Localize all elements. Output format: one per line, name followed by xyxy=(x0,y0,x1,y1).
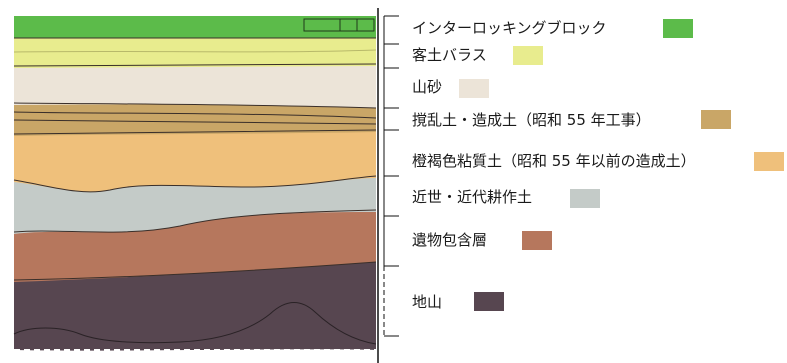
interlocking-blocks xyxy=(303,18,375,32)
legend-label-disturbed-soil: 撹乱土・造成土（昭和 55 年工事） xyxy=(412,111,651,129)
layer-interlocking xyxy=(14,16,376,38)
legend-label-mountain-sand: 山砂 xyxy=(412,78,443,96)
soil-section xyxy=(13,16,377,351)
legend-label-orange-clay: 橙褐色粘質土（昭和 55 年以前の造成土） xyxy=(412,152,696,170)
legend-swatch-orange-clay xyxy=(754,152,784,171)
legend-brackets xyxy=(383,15,399,337)
layer-early-modern xyxy=(14,176,376,234)
legend-label-interlocking: インターロッキングブロック xyxy=(412,19,607,37)
legend-swatch-early-modern-soil xyxy=(570,189,600,208)
layer-disturbed xyxy=(14,103,376,136)
layer-ballast xyxy=(14,38,376,68)
legend-swatch-mountain-sand xyxy=(459,79,489,98)
legend-label-artifact-layer: 遺物包含層 xyxy=(412,231,488,249)
legend-swatch-disturbed-soil xyxy=(701,110,731,129)
legend-label-early-modern-soil: 近世・近代耕作土 xyxy=(412,188,533,206)
legend-swatch-interlocking xyxy=(663,19,693,38)
legend-label-fill-ballast: 客土バラス xyxy=(412,46,487,64)
layer-artifact xyxy=(14,210,376,282)
layer-bedrock xyxy=(14,262,376,351)
legend-swatch-bedrock xyxy=(474,292,504,311)
legend-swatch-artifact-layer xyxy=(522,231,552,250)
legend-swatch-fill-ballast xyxy=(513,46,543,65)
layer-orange-clay xyxy=(14,130,376,192)
legend-label-bedrock: 地山 xyxy=(412,293,443,311)
boundary-lines xyxy=(13,37,377,345)
layer-sand xyxy=(14,64,376,108)
